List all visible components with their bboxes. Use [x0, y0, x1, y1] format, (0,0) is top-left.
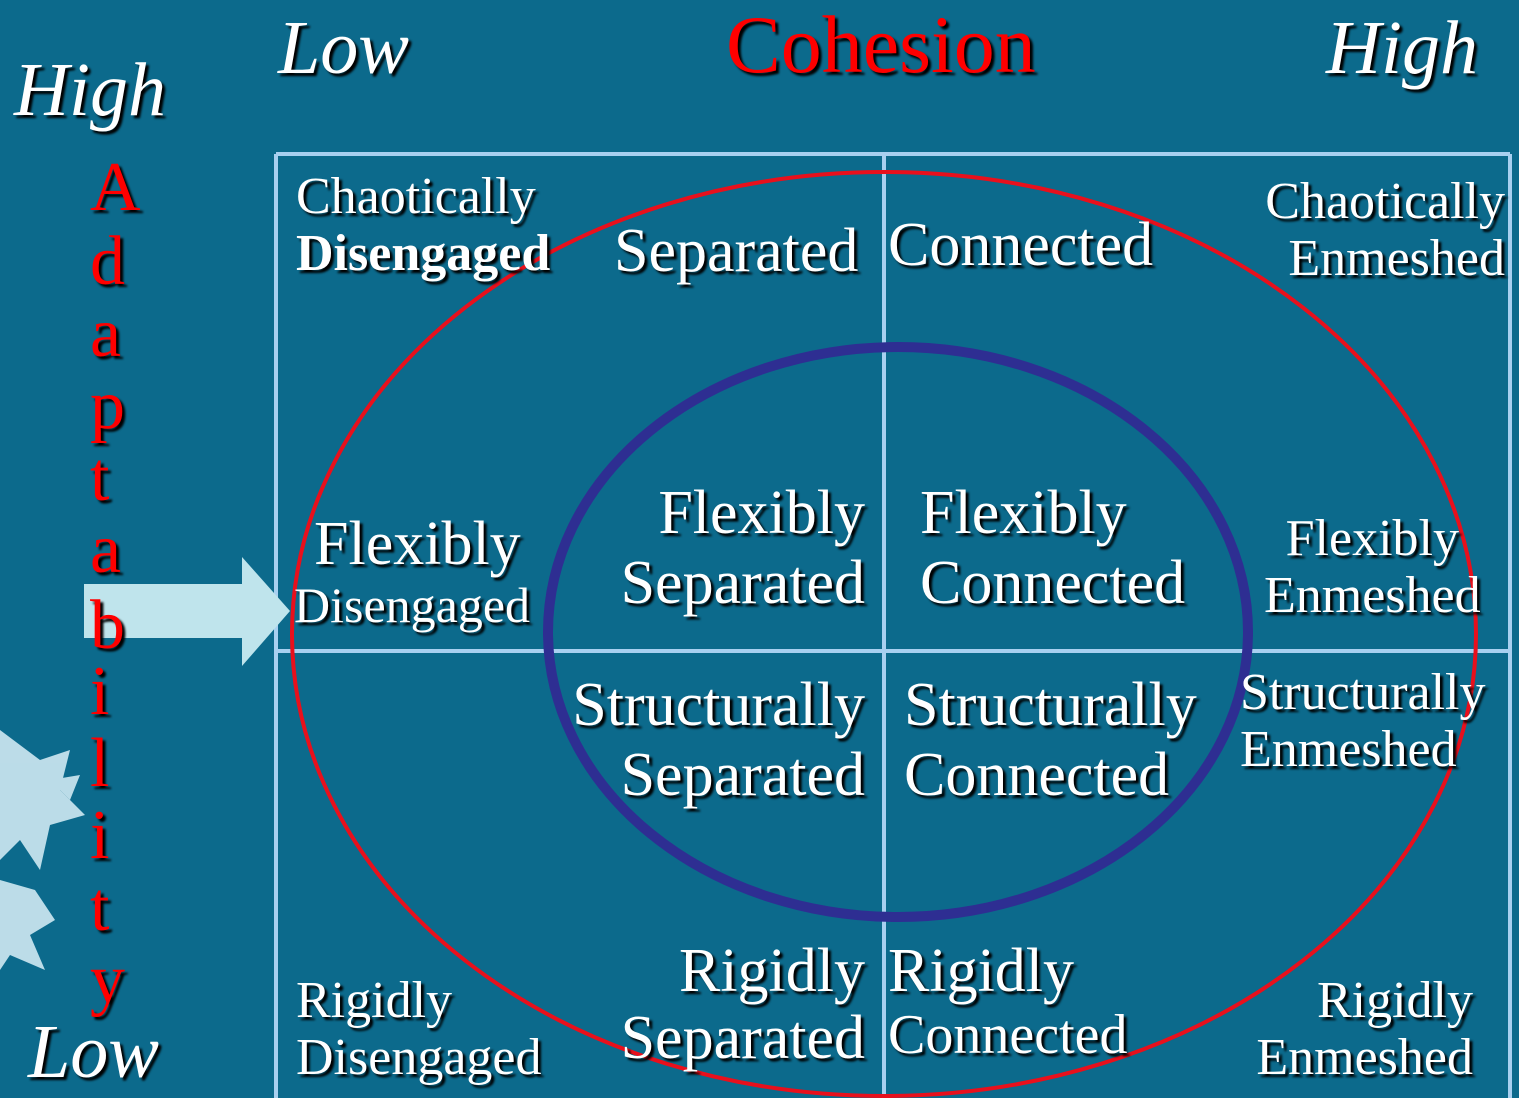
adaptability-letter: a — [90, 511, 122, 588]
cell-line2: Connected — [904, 741, 1170, 810]
cell-line2: Separated — [620, 549, 865, 618]
adaptability-letter: i — [90, 797, 110, 874]
cell-line2: Enmeshed — [1256, 1029, 1473, 1087]
cell-flexibly-separated: Flexibly Separated — [621, 478, 865, 618]
cell-line2: Enmeshed — [1264, 567, 1481, 625]
cell-chaotically-enmeshed: Chaotically Enmeshed — [1265, 173, 1505, 287]
cell-line1: Structurally — [1240, 664, 1486, 721]
pointer-arrow — [84, 557, 290, 666]
diagram-title: Cohesion — [726, 0, 1036, 90]
adaptability-high-label: High — [14, 48, 166, 132]
cell-line1: Chaotically — [1265, 173, 1505, 230]
outer-balanced-ellipse — [290, 170, 1478, 1098]
cell-line1: Flexibly — [314, 510, 521, 578]
cell-line2: Connected — [888, 1003, 1128, 1066]
inner-balanced-ellipse — [543, 342, 1253, 922]
cell-line1: Flexibly — [920, 479, 1127, 547]
adaptability-letter: i — [90, 653, 110, 730]
cell-structurally-connected: Structurally Connected — [904, 670, 1197, 810]
adaptability-letter: A — [90, 149, 141, 226]
cell-line1: Rigidly — [678, 937, 865, 1005]
cell-connected: Connected — [888, 211, 1154, 279]
cell-rigidly-separated: Rigidly Separated — [621, 938, 865, 1072]
adaptability-letter: l — [90, 725, 110, 802]
cell-line2: Enmeshed — [1240, 721, 1457, 779]
snowflake-decoration — [0, 730, 85, 970]
adaptability-letter: y — [90, 941, 125, 1018]
adaptability-letter: d — [90, 223, 125, 300]
cell-flexibly-disengaged: Flexibly Disengaged — [294, 510, 530, 633]
cell-structurally-separated: Structurally Separated — [572, 670, 865, 810]
cell-line1: Chaotically — [296, 168, 536, 225]
adaptability-letter: t — [90, 439, 110, 516]
cell-line1: Structurally — [572, 671, 865, 739]
cell-line2: Disengaged — [294, 577, 531, 634]
cell-line1: Structurally — [904, 671, 1197, 739]
cell-rigidly-connected: Rigidly Connected — [888, 937, 1128, 1066]
cell-line1: Rigidly — [1316, 972, 1473, 1029]
cell-line2: Disengaged — [296, 225, 551, 283]
cell-line2: Disengaged — [296, 1029, 542, 1087]
cell-separated: Separated — [614, 217, 859, 285]
cell-line1: Rigidly — [296, 972, 453, 1029]
cell-line1: Flexibly — [658, 479, 865, 547]
adaptability-letter: p — [90, 367, 125, 444]
cell-flexibly-enmeshed: Flexibly Enmeshed — [1264, 510, 1481, 624]
cell-line1: Rigidly — [888, 937, 1075, 1005]
cell-line2: Separated — [620, 1003, 865, 1072]
adaptability-letter: t — [90, 869, 110, 946]
cohesion-high-label: High — [1326, 6, 1478, 90]
cell-rigidly-enmeshed: Rigidly Enmeshed — [1256, 972, 1473, 1086]
cohesion-low-label: Low — [278, 6, 409, 90]
adaptability-letter: a — [90, 295, 122, 372]
adaptability-letter: b — [90, 587, 125, 664]
cell-line2: Separated — [620, 741, 865, 810]
cell-line1: Flexibly — [1285, 510, 1459, 567]
cell-line2: Enmeshed — [1288, 230, 1505, 288]
cell-line2: Connected — [920, 549, 1186, 618]
adaptability-low-label: Low — [28, 1010, 159, 1094]
cell-rigidly-disengaged: Rigidly Disengaged — [296, 972, 541, 1086]
cell-flexibly-connected: Flexibly Connected — [920, 478, 1185, 618]
cell-structurally-enmeshed: Structurally Enmeshed — [1240, 664, 1486, 778]
cell-chaotically-disengaged: Chaotically Disengaged — [296, 168, 550, 282]
